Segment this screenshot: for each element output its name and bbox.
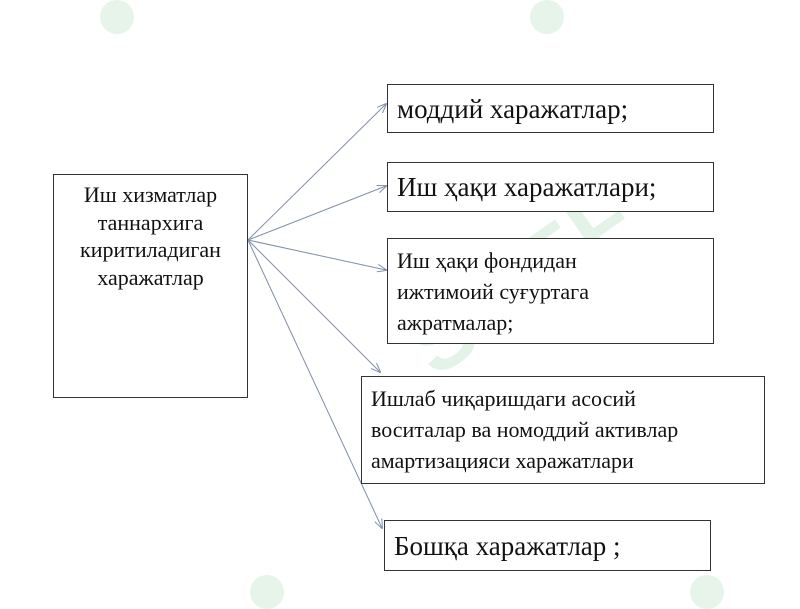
source-line: киритиладиган — [80, 237, 221, 262]
source-box: Иш хизматлар таннархига киритиладиган ха… — [53, 174, 248, 398]
arrow-to-social-insurance — [247, 239, 386, 270]
target-box-depreciation: Ишлаб чиқаришдаги асосий воситалар ва но… — [361, 376, 765, 484]
target-box-other-costs: Бошқа харажатлар ; — [384, 520, 711, 571]
target-line: амартизацияси харажатлари — [371, 447, 634, 473]
source-line: таннархига — [97, 209, 204, 235]
target-line: Иш ҳақи фондидан — [397, 248, 577, 273]
target-line: воситалар ва номоддий активлар — [371, 416, 679, 442]
target-line: моддий харажатлар; — [397, 94, 629, 124]
arrow-to-depreciation — [247, 239, 380, 372]
target-line: Ишлаб чиқаришдаги асосий — [371, 386, 636, 411]
target-line: Иш ҳақи харажатлари; — [397, 172, 657, 202]
target-box-wage-costs: Иш ҳақи харажатлари; — [387, 162, 714, 212]
arrow-to-material-costs — [247, 104, 386, 241]
source-line: харажатлар — [97, 264, 204, 290]
target-line: ажратмалар; — [397, 309, 514, 335]
target-box-social-insurance: Иш ҳақи фондидан ижтимоий суғуртага ажра… — [387, 238, 714, 344]
target-line: ижтимоий суғуртага — [397, 278, 589, 304]
source-line: Иш хизматлар — [83, 182, 218, 207]
arrow-to-wage-costs — [247, 186, 386, 241]
arrow-to-other-costs — [247, 239, 382, 528]
target-box-material-costs: моддий харажатлар; — [387, 84, 714, 133]
target-line: Бошқа харажатлар ; — [394, 531, 621, 561]
